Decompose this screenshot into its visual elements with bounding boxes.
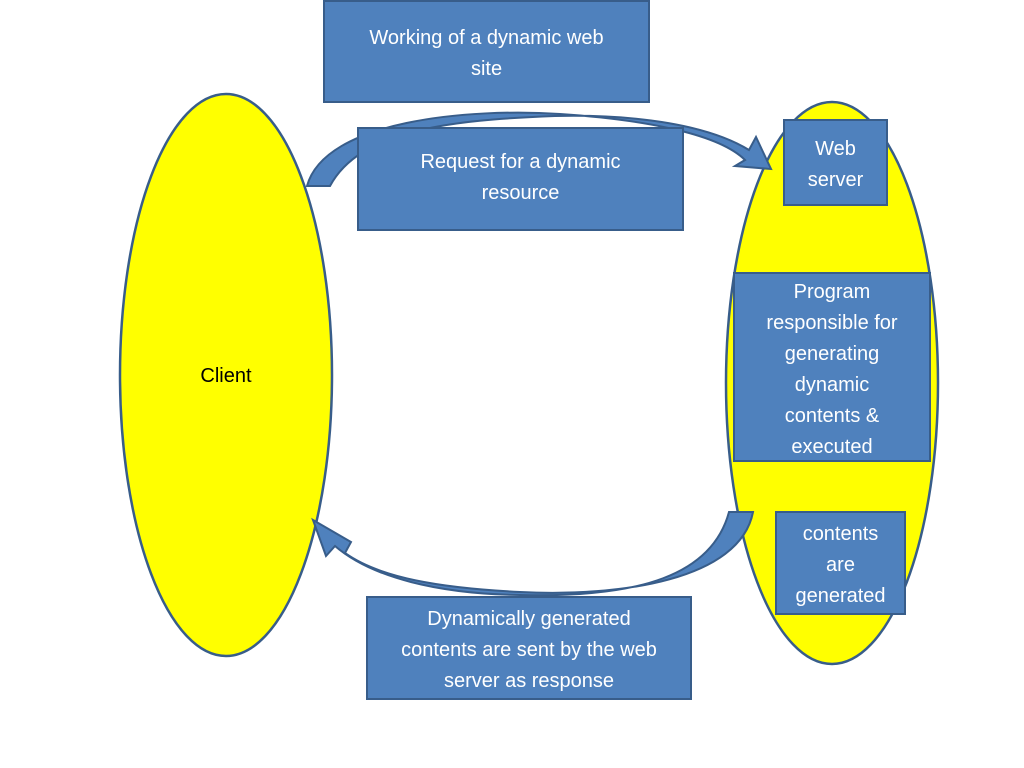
response-line: Dynamically generated [427,608,631,630]
web-server-line: Web [815,138,856,160]
response-line: contents are sent by the web [401,639,657,661]
title-line: site [470,58,503,80]
request-box: Request for a dynamic resource [357,127,684,231]
program-line: Program [793,281,871,303]
response-arrow [311,511,755,597]
request-line: Request for a dynamic [420,151,621,173]
client-label-text: Client [200,365,252,387]
contents-generated-box: contents are generated [775,511,906,615]
program-line: generating [784,343,880,365]
request-arrow [305,111,773,187]
request-line: resource [481,182,560,204]
web-server-line: server [807,169,864,191]
program-line: contents & [784,405,880,427]
response-box: Dynamically generated contents are sent … [366,596,692,700]
client-ellipse [118,92,334,658]
contents-line: contents [802,523,879,545]
program-line: dynamic [794,374,870,396]
program-line: executed [791,436,873,458]
title-box: Working of a dynamic web site [323,0,650,103]
contents-line: are [826,554,855,576]
title-line: Working of a dynamic web [369,27,604,49]
program-line: responsible for [766,312,898,334]
web-server-box: Web server [783,119,888,206]
program-box: Program responsible for generating dynam… [733,272,931,462]
response-line: server as response [443,670,615,692]
client-label: Client [180,364,272,388]
contents-line: generated [795,585,886,607]
